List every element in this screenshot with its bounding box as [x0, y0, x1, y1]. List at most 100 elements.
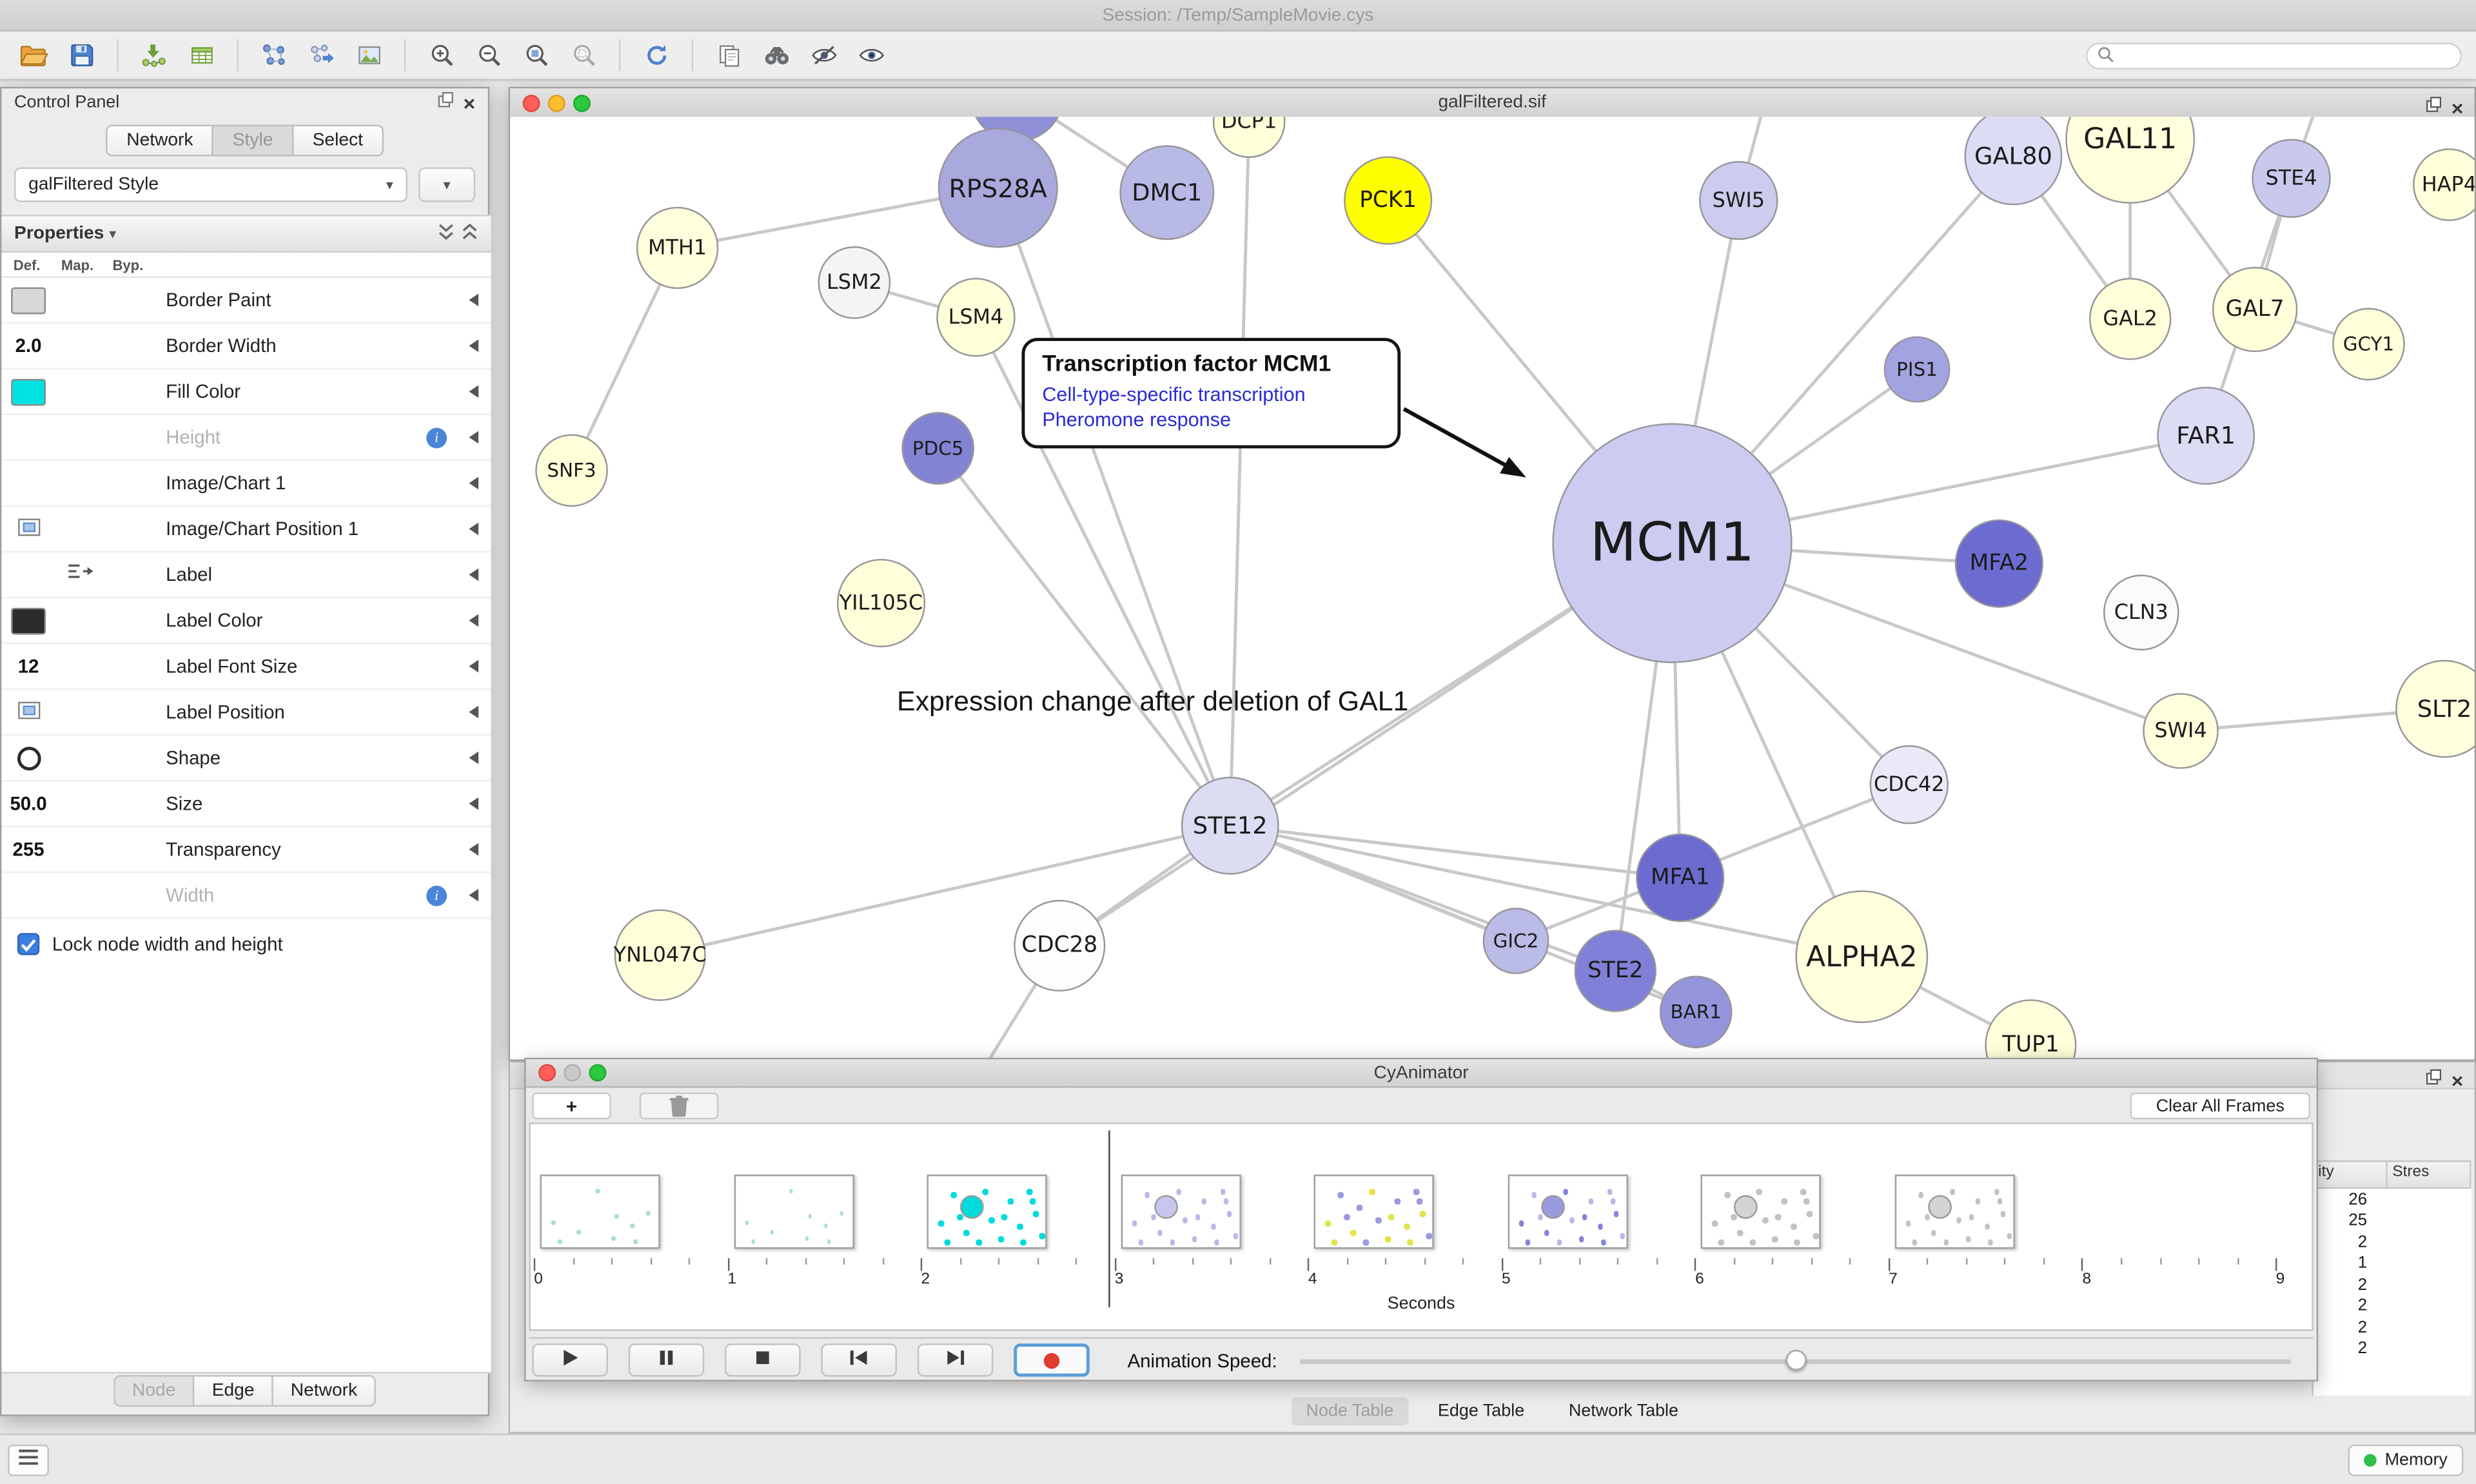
- stop-button[interactable]: [725, 1343, 801, 1377]
- node-SNF3[interactable]: SNF3: [535, 434, 608, 507]
- node-STE4[interactable]: STE4: [2252, 139, 2331, 218]
- zoom-cyanimator-button[interactable]: [589, 1064, 607, 1082]
- close-cyanimator-button[interactable]: [538, 1064, 556, 1082]
- node-SWI4[interactable]: SWI4: [2143, 693, 2219, 769]
- table-row[interactable]: 2: [2314, 1274, 2471, 1295]
- node-GAL7[interactable]: GAL7: [2212, 266, 2298, 353]
- node-CLN3[interactable]: CLN3: [2103, 574, 2179, 650]
- node-MFA1[interactable]: MFA1: [1636, 834, 1725, 923]
- expand-row-icon[interactable]: [469, 522, 479, 536]
- node-TUP1[interactable]: TUP1: [1985, 999, 2077, 1060]
- property-row-label-color[interactable]: Label Color: [1, 598, 491, 645]
- previous-frame-button[interactable]: [821, 1343, 898, 1377]
- cyanimator-titlebar[interactable]: CyAnimator: [526, 1059, 2317, 1088]
- zoom-in-icon[interactable]: [420, 36, 462, 74]
- node-SLT2[interactable]: SLT2: [2395, 659, 2475, 758]
- float-panel-icon[interactable]: [438, 92, 455, 113]
- properties-header[interactable]: Properties ▾: [1, 216, 491, 253]
- table-row[interactable]: 2: [2314, 1338, 2471, 1360]
- node-BAR1[interactable]: BAR1: [1659, 975, 1733, 1049]
- close-panel-icon[interactable]: ×: [463, 90, 476, 115]
- zoom-out-icon[interactable]: [467, 36, 510, 74]
- panel-tab-network[interactable]: Network: [271, 1375, 377, 1407]
- clear-all-frames-button[interactable]: Clear All Frames: [2130, 1092, 2310, 1120]
- property-row-border-paint[interactable]: Border Paint: [1, 278, 491, 324]
- expand-row-icon[interactable]: [469, 797, 479, 810]
- memory-button[interactable]: Memory: [2348, 1444, 2464, 1476]
- node-MTH1[interactable]: MTH1: [636, 206, 719, 289]
- lock-checkbox[interactable]: [17, 933, 40, 955]
- table-row[interactable]: 26: [2314, 1189, 2471, 1210]
- tab-edge-table[interactable]: Edge Table: [1437, 1401, 1525, 1421]
- table-column-stress[interactable]: Stres: [2388, 1162, 2471, 1187]
- node-YIL105C[interactable]: YIL105C: [836, 558, 926, 648]
- expand-row-icon[interactable]: [469, 843, 479, 856]
- node-GAL11[interactable]: GAL11: [2065, 117, 2196, 204]
- expand-row-icon[interactable]: [469, 476, 479, 490]
- table-row[interactable]: 2: [2314, 1316, 2471, 1338]
- node-PIS1[interactable]: PIS1: [1883, 336, 1950, 403]
- import-table-icon[interactable]: [180, 36, 222, 74]
- node-LSM2[interactable]: LSM2: [818, 246, 891, 319]
- property-row-fill-color[interactable]: Fill Color: [1, 369, 491, 416]
- animation-frame-7[interactable]: [1701, 1175, 1822, 1249]
- info-icon[interactable]: i: [426, 427, 447, 448]
- zoom-window-button[interactable]: [573, 93, 591, 112]
- export-network-icon[interactable]: [300, 36, 342, 74]
- close-network-icon[interactable]: ×: [2451, 95, 2464, 119]
- node-PDC5[interactable]: PDC5: [901, 412, 975, 485]
- node-DCP1[interactable]: DCP1: [1212, 117, 1286, 158]
- table-row[interactable]: 1: [2314, 1253, 2471, 1274]
- first-neighbors-icon[interactable]: [755, 36, 798, 74]
- zoom-fit-icon[interactable]: [515, 36, 557, 74]
- animation-frame-2[interactable]: [733, 1175, 854, 1249]
- property-row-label[interactable]: Label: [1, 552, 491, 599]
- panel-tab-node[interactable]: Node: [113, 1375, 195, 1407]
- pause-button[interactable]: [628, 1343, 705, 1377]
- node-ALPHA2[interactable]: ALPHA2: [1795, 890, 1929, 1023]
- zoom-selected-icon[interactable]: [562, 36, 605, 74]
- node-YNL047C[interactable]: YNL047C: [614, 909, 707, 1001]
- animation-frame-8[interactable]: [1894, 1175, 2015, 1249]
- color-swatch[interactable]: [11, 607, 46, 634]
- node-RPS28A[interactable]: RPS28A: [938, 128, 1058, 248]
- minimize-cyanimator-button[interactable]: [564, 1064, 582, 1082]
- node-GAL80[interactable]: GAL80: [1964, 117, 2063, 206]
- expand-row-icon[interactable]: [469, 705, 479, 719]
- expand-row-icon[interactable]: [469, 751, 479, 765]
- expand-row-icon[interactable]: [469, 293, 479, 307]
- node-SWI5[interactable]: SWI5: [1699, 161, 1778, 240]
- animation-frame-3[interactable]: [927, 1175, 1047, 1249]
- minimize-window-button[interactable]: [547, 93, 565, 112]
- property-row-label-position[interactable]: Label Position: [1, 690, 491, 736]
- show-all-icon[interactable]: [850, 36, 892, 74]
- node-MCM1[interactable]: MCM1: [1552, 423, 1793, 663]
- speed-slider[interactable]: [1299, 1344, 2292, 1376]
- animation-frame-4[interactable]: [1120, 1175, 1241, 1249]
- node-STE12[interactable]: STE12: [1181, 776, 1279, 875]
- color-swatch[interactable]: [11, 378, 46, 405]
- close-table-icon[interactable]: ×: [2451, 1068, 2464, 1092]
- expand-row-icon[interactable]: [469, 385, 479, 398]
- property-row-image-chart-1[interactable]: Image/Chart 1: [1, 461, 491, 507]
- lock-size-row[interactable]: Lock node width and height: [1, 919, 491, 955]
- network-window-titlebar[interactable]: galFiltered.sif ×: [510, 88, 2475, 119]
- node-STE2[interactable]: STE2: [1574, 930, 1656, 1012]
- save-session-icon[interactable]: [60, 36, 103, 74]
- node-FAR1[interactable]: FAR1: [2157, 387, 2255, 485]
- expand-row-icon[interactable]: [469, 568, 479, 581]
- node-CDC42[interactable]: CDC42: [1869, 745, 1949, 825]
- node-LSM4[interactable]: LSM4: [936, 278, 1016, 357]
- delete-frame-button[interactable]: [639, 1092, 719, 1120]
- expand-row-icon[interactable]: [469, 431, 479, 444]
- annotation-link-2[interactable]: Pheromone response: [1042, 409, 1232, 431]
- play-button[interactable]: [532, 1343, 608, 1377]
- refresh-icon[interactable]: [634, 36, 677, 74]
- node-HAP4[interactable]: HAP4: [2413, 148, 2475, 221]
- add-frame-button[interactable]: +: [532, 1092, 611, 1120]
- annotation-box[interactable]: Transcription factor MCM1 Cell-type-spec…: [1021, 338, 1401, 449]
- tab-node-table[interactable]: Node Table: [1292, 1397, 1408, 1426]
